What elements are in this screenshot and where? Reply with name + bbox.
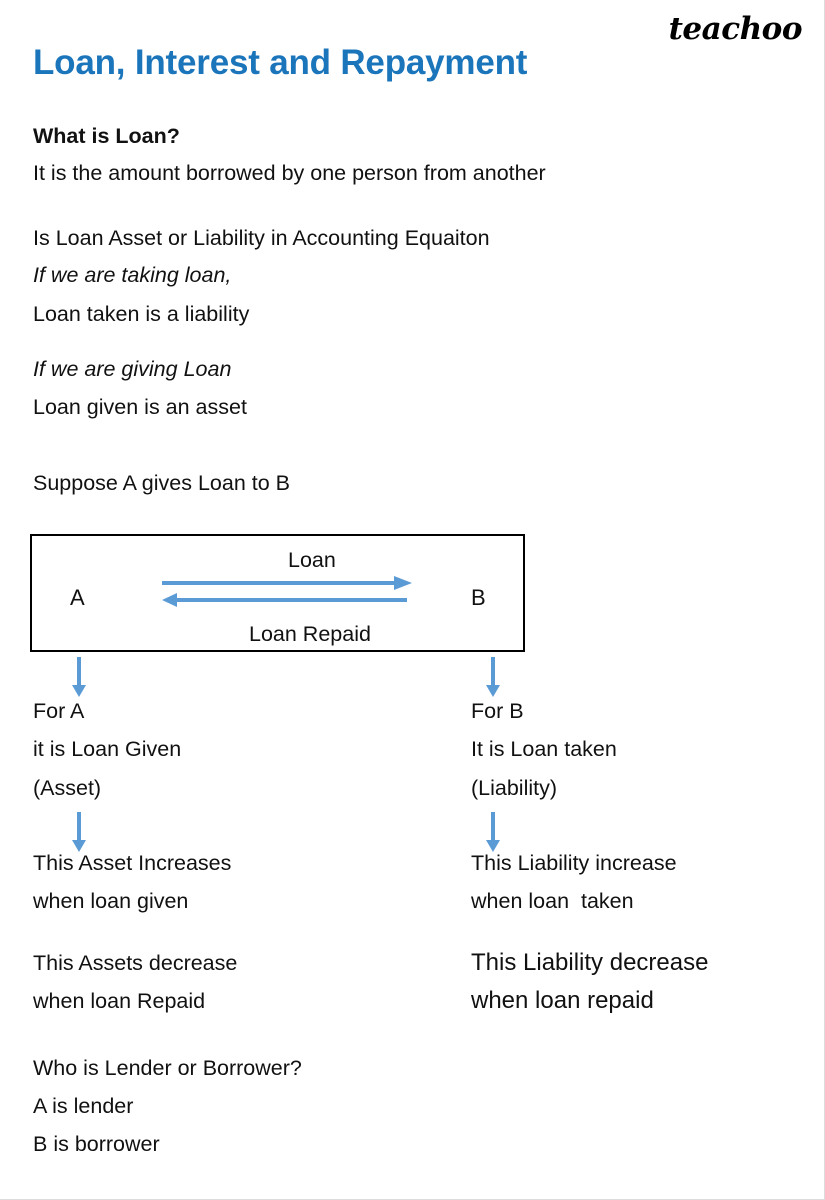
column-right-classification: (Liability) (471, 776, 558, 800)
column-left-decrease-line1: This Assets decrease (33, 951, 238, 975)
loan-flow-diagram (30, 534, 525, 652)
down-arrow-left-column-icon (70, 812, 88, 852)
column-right-decrease-line2: when loan repaid (471, 987, 654, 1014)
giving-loan-answer: Loan given is an asset (33, 395, 247, 419)
asset-or-liability-question: Is Loan Asset or Liability in Accounting… (33, 226, 490, 250)
lender-answer: A is lender (33, 1094, 134, 1118)
loan-right-arrow-icon (162, 575, 412, 591)
loan-definition: It is the amount borrowed by one person … (33, 161, 546, 185)
taking-loan-answer: Loan taken is a liability (33, 302, 250, 326)
arrow-top-label: Loan (288, 548, 336, 572)
down-arrow-to-for-b-icon (484, 657, 502, 697)
giving-loan-label: If we are giving Loan (33, 357, 232, 381)
column-left-classification: (Asset) (33, 776, 102, 800)
column-left-increase-line1: This Asset Increases (33, 851, 232, 875)
diagram-node-b: B (471, 585, 486, 610)
arrow-bottom-label: Loan Repaid (249, 622, 371, 646)
column-left-decrease-line2: when loan Repaid (33, 989, 206, 1013)
teachoo-logo: teachoo (668, 11, 803, 47)
column-right-increase-line1: This Liability increase (471, 851, 677, 875)
down-arrow-to-for-a-icon (70, 657, 88, 697)
column-left-increase-line2: when loan given (33, 889, 189, 913)
scenario-text: Suppose A gives Loan to B (33, 471, 291, 495)
loan-repaid-left-arrow-icon (162, 592, 407, 608)
column-left-role: it is Loan Given (33, 737, 182, 761)
down-arrow-right-column-icon (484, 812, 502, 852)
diagram-node-a: A (70, 585, 85, 610)
lender-borrower-question: Who is Lender or Borrower? (33, 1056, 302, 1080)
page-title: Loan, Interest and Repayment (33, 43, 528, 82)
column-right-title: For B (471, 699, 524, 723)
column-right-increase-line2: when loan taken (471, 889, 634, 913)
what-is-loan-heading: What is Loan? (33, 124, 180, 148)
column-right-decrease-line1: This Liability decrease (471, 949, 709, 976)
borrower-answer: B is borrower (33, 1132, 160, 1156)
column-right-role: It is Loan taken (471, 737, 617, 761)
taking-loan-label: If we are taking loan, (33, 263, 232, 287)
column-left-title: For A (33, 699, 85, 723)
